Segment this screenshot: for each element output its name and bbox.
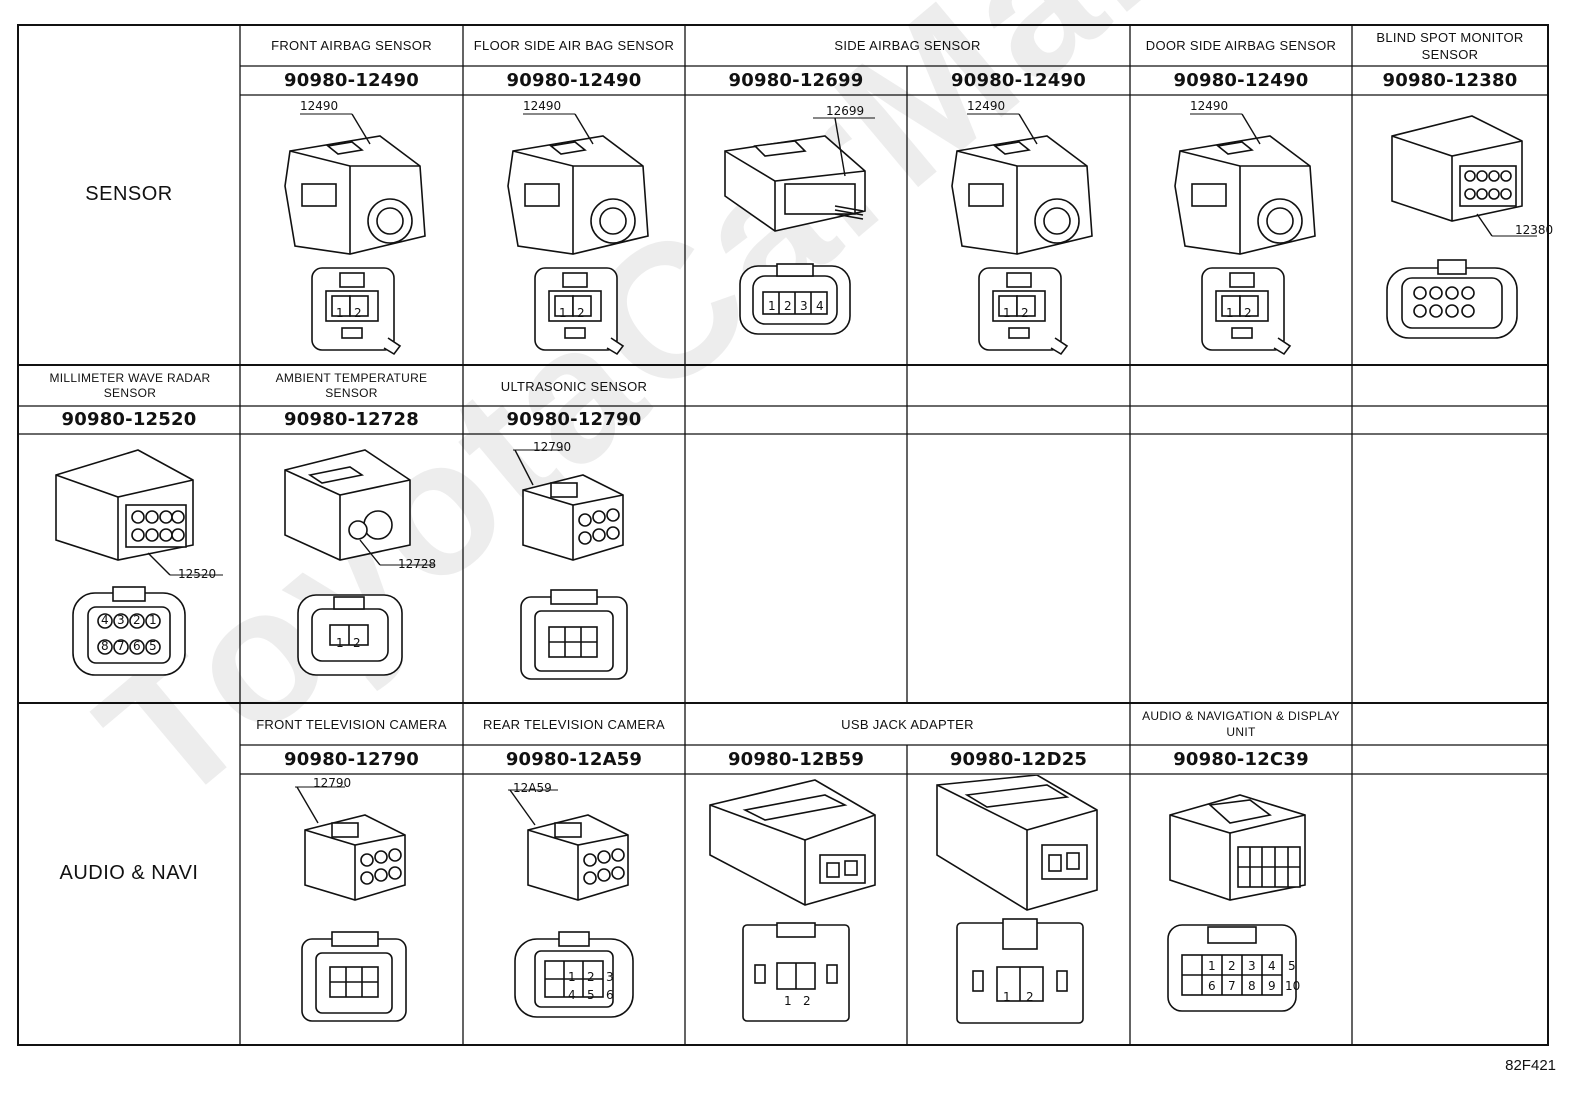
connector-drawing-rear-tv-camera	[508, 789, 634, 1018]
part-number-usb-jack-b: 90980-12D25	[949, 749, 1088, 770]
callout-front-tv-camera: 12790	[313, 776, 352, 790]
pin-label: 9	[1268, 979, 1276, 993]
pin-label: 10	[1285, 979, 1301, 993]
label-audio-navigation-display-unit: AUDIO & NAVIGATION & DISPLAY UNIT	[1142, 709, 1340, 739]
group-label-sensor: SENSOR	[85, 183, 173, 205]
label-door-side-airbag-sensor: DOOR SIDE AIRBAG SENSOR	[1145, 38, 1337, 53]
callout-rear-tv-camera: 12A59	[513, 781, 552, 795]
part-number-floor-side-airbag: 90980-12490	[506, 70, 642, 91]
connector-drawing-audio-nav-display	[1167, 794, 1306, 1012]
pin-label: 4	[816, 299, 824, 313]
part-number-rear-tv-camera: 90980-12A59	[505, 749, 643, 770]
label-usb-jack-adapter: USB JACK ADAPTER	[841, 716, 974, 732]
pin-label: 1	[1226, 306, 1234, 320]
label-millimeter-wave-radar-sensor: MILLIMETER WAVE RADAR SENSOR	[49, 371, 211, 400]
label-ultrasonic-sensor: ULTRASONIC SENSOR	[500, 378, 648, 394]
pin-label: 1	[768, 299, 776, 313]
pin-label: 3	[800, 299, 808, 313]
pin-label: 1	[568, 970, 576, 984]
part-number-ambient-temperature: 90980-12728	[284, 409, 419, 430]
pin-label: 2	[784, 299, 792, 313]
part-number-side-airbag-b: 90980-12490	[951, 70, 1086, 91]
pin-label: 2	[1026, 990, 1034, 1004]
callout-ambient-temperature: 12728	[398, 557, 437, 571]
label-side-airbag-sensor: SIDE AIRBAG SENSOR	[834, 38, 981, 53]
pin-label: 3	[606, 970, 614, 984]
pin-label: 1	[559, 306, 567, 320]
callout-floor-side-airbag: 12490	[523, 99, 562, 113]
pin-label: 1	[336, 636, 344, 650]
callout-millimeter-wave-radar: 12520	[178, 567, 217, 581]
pin-label: 2	[353, 636, 361, 650]
pin-label: 4	[1268, 959, 1276, 973]
callout-ultrasonic: 12790	[533, 440, 572, 454]
part-number-front-tv-camera: 90980-12790	[284, 749, 419, 770]
pin-label: 6	[133, 639, 141, 653]
pin-label: 2	[133, 613, 141, 627]
connector-drawing-blind-spot-monitor	[1386, 115, 1537, 339]
label-front-airbag-sensor: FRONT AIRBAG SENSOR	[271, 38, 432, 53]
callout-front-airbag: 12490	[300, 99, 339, 113]
callout-door-side-airbag: 12490	[1190, 99, 1229, 113]
pin-label: 8	[1248, 979, 1256, 993]
connector-drawing-front-airbag	[284, 113, 426, 356]
label-floor-side-airbag-sensor: FLOOR SIDE AIR BAG SENSOR	[473, 38, 675, 53]
pin-label: 2	[577, 306, 585, 320]
pin-label: 2	[1228, 959, 1236, 973]
connector-drawing-door-side-airbag	[1174, 113, 1316, 356]
pin-label: 8	[101, 639, 109, 653]
label-rear-television-camera: REAR TELEVISION CAMERA	[483, 716, 665, 732]
label-front-television-camera: FRONT TELEVISION CAMERA	[256, 716, 447, 732]
connector-drawing-side-airbag-4pin	[724, 117, 875, 335]
pin-label: 1	[1208, 959, 1216, 973]
pin-label: 1	[149, 613, 157, 627]
connector-drawing-front-tv-camera	[295, 786, 407, 1022]
callout-side-airbag-2pin: 12490	[967, 99, 1006, 113]
connector-drawing-usb-jack-12d25	[936, 775, 1098, 1024]
pin-label: 1	[1003, 990, 1011, 1004]
pin-label: 5	[1288, 959, 1296, 973]
pin-label: 5	[149, 639, 157, 653]
pin-label: 6	[606, 988, 614, 1002]
part-number-door-side-airbag: 90980-12490	[1173, 70, 1309, 91]
pin-label: 2	[803, 994, 811, 1008]
connector-drawing-millimeter-wave-radar	[55, 449, 223, 676]
pin-label: 5	[587, 988, 595, 1002]
pin-label: 2	[354, 306, 362, 320]
part-number-ultrasonic: 90980-12790	[506, 409, 642, 430]
group-label-audio-navi: AUDIO & NAVI	[59, 862, 199, 884]
pin-label: 2	[1244, 306, 1252, 320]
part-number-side-airbag-a: 90980-12699	[728, 70, 864, 91]
pin-label: 4	[101, 613, 109, 627]
pin-label: 7	[1228, 979, 1236, 993]
pin-label: 4	[568, 988, 576, 1002]
label-ambient-temperature-sensor: AMBIENT TEMPERATURE SENSOR	[275, 371, 428, 400]
pin-label: 1	[1003, 306, 1011, 320]
callout-blind-spot-monitor: 12380	[1515, 223, 1554, 237]
callout-side-airbag-4pin: 12699	[826, 104, 865, 118]
connector-drawing-floor-side-airbag	[507, 113, 649, 356]
connector-drawing-ambient-temperature	[284, 449, 435, 676]
part-number-front-airbag: 90980-12490	[284, 70, 419, 91]
figure-code: 82F421	[1505, 1057, 1556, 1074]
pin-label: 1	[784, 994, 792, 1008]
part-number-blind-spot: 90980-12380	[1382, 70, 1518, 91]
label-blind-spot-monitor-sensor: BLIND SPOT MONITOR SENSOR	[1376, 29, 1524, 62]
connector-drawing-ultrasonic	[513, 449, 628, 680]
part-number-millimeter-wave: 90980-12520	[61, 409, 197, 430]
pin-label: 2	[587, 970, 595, 984]
pin-label: 2	[1021, 306, 1029, 320]
pin-label: 1	[336, 306, 344, 320]
part-number-usb-jack-a: 90980-12B59	[727, 749, 865, 770]
pin-label: 3	[117, 613, 125, 627]
pin-label: 3	[1248, 959, 1256, 973]
connector-drawing-usb-jack-12b59	[709, 779, 876, 1022]
part-number-audio-nav-display: 90980-12C39	[1173, 749, 1309, 770]
connector-drawing-side-airbag-2pin	[951, 113, 1093, 356]
pin-label: 7	[117, 639, 125, 653]
pin-label: 6	[1208, 979, 1216, 993]
